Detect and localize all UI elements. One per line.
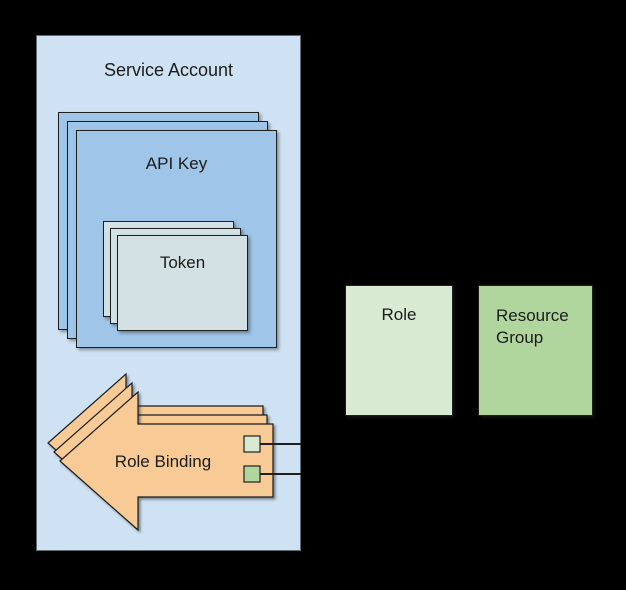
token-box: Token <box>117 235 248 331</box>
token-label: Token <box>159 253 206 272</box>
role-box: Role <box>345 285 453 416</box>
resource-group-label: Resource Group <box>496 306 569 347</box>
api-key-label: API Key <box>145 154 208 173</box>
service-account-label: Service Account <box>103 60 234 80</box>
resource-group-box: Resource Group <box>478 285 593 416</box>
role-label: Role <box>381 305 417 324</box>
